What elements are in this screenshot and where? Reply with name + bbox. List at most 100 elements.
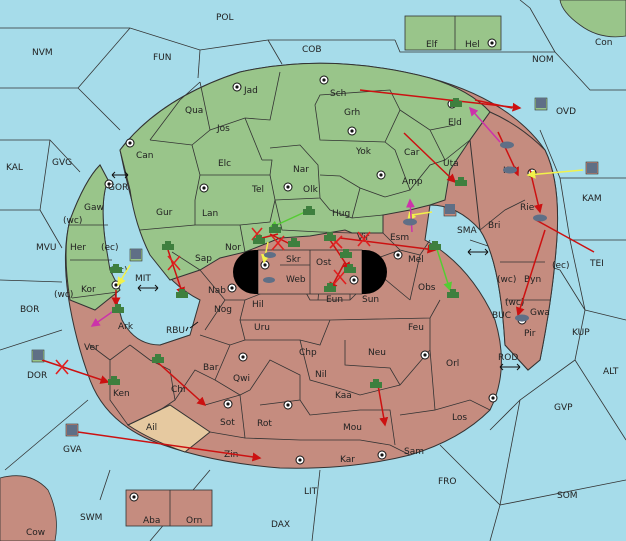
label-rot: Rot — [257, 419, 272, 429]
label-chr: Chr — [171, 385, 187, 395]
army-unit — [253, 235, 265, 244]
label-nar: Nar — [293, 165, 309, 175]
army-units — [108, 98, 467, 388]
label-mvu: MVU — [36, 243, 57, 253]
label-pol: POL — [216, 13, 234, 23]
label-nom: NOM — [532, 55, 554, 65]
label-qwi: Qwi — [233, 374, 250, 384]
fleet-unit — [587, 163, 597, 173]
army-unit — [176, 289, 188, 298]
label-sch: Sch — [330, 89, 346, 99]
label-hug: Hug — [332, 209, 350, 219]
label-sap: Sap — [195, 254, 212, 264]
label-jos: Jos — [216, 124, 230, 134]
island-aba-orn — [125, 489, 213, 527]
fleet-units — [33, 98, 597, 435]
label-con: Con — [595, 38, 613, 48]
label-bor: BOR — [20, 305, 39, 315]
army-unit — [108, 376, 120, 385]
label-ost: Ost — [316, 258, 332, 268]
label-som: SOM — [557, 491, 578, 501]
label-feu: Feu — [408, 323, 424, 333]
fleet-unit — [67, 425, 77, 435]
island-elf-hel — [404, 15, 502, 51]
label-ec-1: (ec) — [101, 243, 119, 253]
fleet-unit — [263, 277, 275, 283]
label-wc-3: (wc) — [497, 275, 516, 285]
label-nil: Nil — [315, 370, 327, 380]
label-gor: GOR — [108, 183, 128, 193]
label-ovd: OVD — [556, 107, 576, 117]
label-byn: Byn — [524, 275, 541, 285]
label-hil: Hil — [252, 300, 264, 310]
label-lan: Lan — [202, 209, 218, 219]
label-fun: FUN — [153, 53, 172, 63]
fleet-unit — [131, 249, 141, 259]
label-kor: Kor — [81, 285, 96, 295]
label-car: Car — [404, 148, 420, 158]
label-wc-1: (wc) — [63, 216, 82, 226]
label-her: Her — [70, 243, 86, 253]
army-unit — [447, 289, 459, 298]
army-unit — [110, 264, 122, 273]
label-gaw: Gaw — [84, 203, 104, 213]
label-qua: Qua — [185, 106, 203, 116]
label-gwa: Gwa — [530, 308, 550, 318]
army-unit — [370, 379, 382, 388]
label-hel: Hel — [465, 40, 480, 50]
label-pir: Pir — [524, 329, 536, 339]
label-gur: Gur — [156, 208, 173, 218]
label-bri: Bri — [488, 221, 500, 231]
army-unit — [344, 264, 356, 273]
label-kar: Kar — [340, 455, 355, 465]
label-kup: KUP — [572, 328, 590, 338]
continent-green — [119, 62, 491, 281]
label-dor: DOR — [27, 371, 47, 381]
army-unit — [112, 304, 124, 313]
army-unit — [429, 241, 441, 250]
label-orl: Orl — [446, 359, 459, 369]
label-cob: COB — [302, 45, 322, 55]
label-nvm: NVM — [32, 48, 53, 58]
label-esm: Esm — [390, 233, 409, 243]
label-sma: SMA — [457, 226, 477, 236]
label-wc-4: (wc) — [505, 298, 524, 308]
green-west-peninsula — [65, 164, 121, 311]
fleet-unit — [515, 314, 529, 322]
label-dax: DAX — [271, 520, 290, 530]
label-ken: Ken — [113, 389, 130, 399]
label-sot: Sot — [220, 418, 235, 428]
label-sun: Sun — [362, 295, 379, 305]
label-rbu: RBU — [166, 326, 185, 336]
label-alt: ALT — [603, 367, 619, 377]
island-cow — [0, 475, 57, 541]
label-ail: Ail — [146, 423, 157, 433]
label-zin: Zin — [224, 450, 238, 460]
army-unit — [450, 98, 462, 107]
army-unit — [152, 354, 164, 363]
fleet-unit — [33, 350, 43, 360]
label-sam: Sam — [404, 447, 424, 457]
label-ark: Ark — [118, 322, 134, 332]
army-unit — [162, 241, 174, 250]
label-wc-2: (wc) — [54, 290, 73, 300]
label-lit: LIT — [304, 487, 318, 497]
label-tei: TEI — [589, 259, 604, 269]
fleet-unit — [264, 252, 276, 258]
order-arrows — [41, 89, 595, 462]
label-can: Can — [136, 151, 154, 161]
label-obs: Obs — [418, 283, 436, 293]
label-grh: Grh — [344, 108, 360, 118]
label-eun: Eun — [326, 295, 343, 305]
label-gva: GVA — [63, 445, 83, 455]
label-nab: Nab — [208, 286, 226, 296]
label-uta: Uta — [443, 159, 459, 169]
army-unit — [455, 177, 467, 186]
label-aba: Aba — [143, 516, 160, 526]
label-ver: Ver — [84, 343, 99, 353]
label-los: Los — [452, 413, 467, 423]
label-swm: SWM — [80, 513, 102, 523]
label-elc: Elc — [218, 159, 231, 169]
